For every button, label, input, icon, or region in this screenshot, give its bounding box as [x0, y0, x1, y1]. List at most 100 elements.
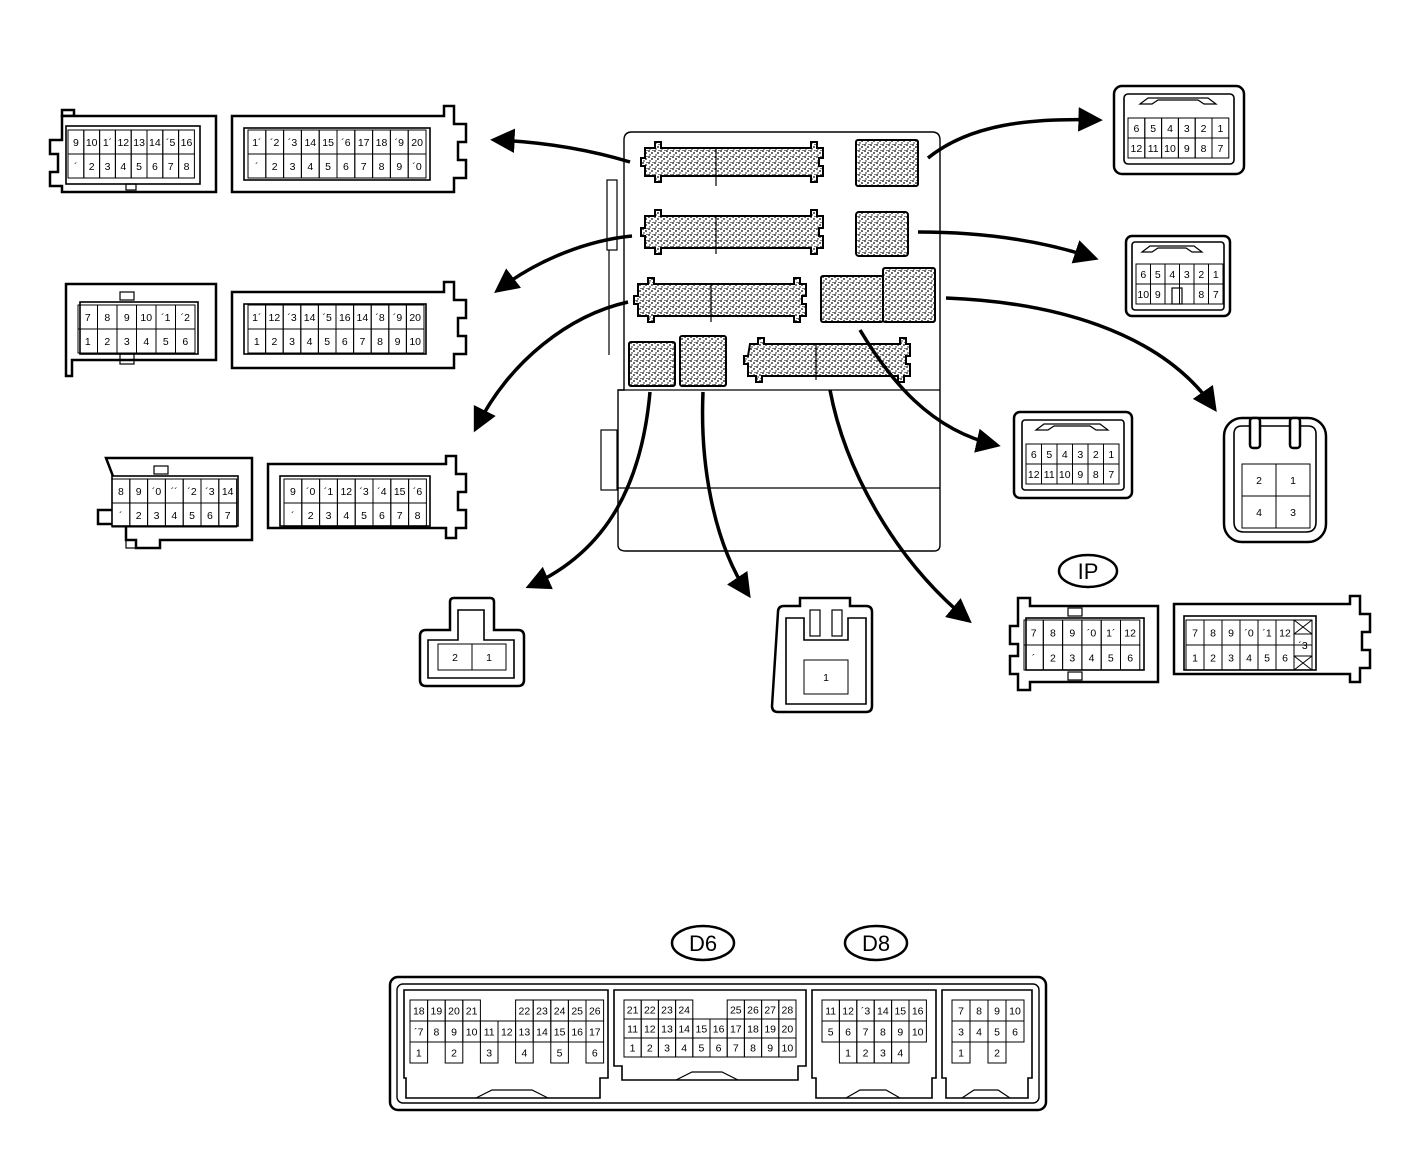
pin-label: 23 [661, 1005, 673, 1017]
pin-label: 2 [452, 652, 458, 664]
pin-label: 13 [133, 137, 145, 149]
pin-label: 4 [307, 161, 313, 173]
pin-label: ´1 [324, 486, 333, 498]
pin-label: ´9 [395, 137, 404, 149]
pin-cell [407, 153, 427, 179]
pin-label: 10 [912, 1027, 924, 1039]
pin-label: ´5 [166, 137, 175, 149]
pin-label: 2 [271, 336, 277, 348]
pin-label: 2 [1201, 123, 1207, 135]
pin-label: 9 [396, 161, 402, 173]
pin-label: 14 [304, 137, 316, 149]
jb-socket-9 [679, 335, 727, 387]
pin-label: 6 [207, 510, 213, 522]
pin-label: 6 [1282, 653, 1288, 665]
pin-label: 4 [343, 510, 349, 522]
pin-label: 15 [322, 137, 334, 149]
pin-label: 19 [431, 1006, 443, 1018]
pin-cell [1103, 463, 1120, 485]
pin-label: 3 [486, 1048, 492, 1060]
pin-cell [444, 1041, 464, 1064]
pin-label: ´5 [323, 312, 332, 324]
pin-label: 9 [767, 1043, 773, 1055]
pin-label: 19 [764, 1024, 776, 1036]
pin-label: 12 [1279, 628, 1291, 640]
jb-socket-10 [743, 337, 911, 383]
pin-label: 9 [136, 486, 142, 498]
ip-tag-text: IP [1078, 559, 1099, 584]
pin-label: 1 [958, 1048, 964, 1060]
pin-label: 27 [764, 1005, 776, 1017]
pin-label: 2 [1210, 653, 1216, 665]
pin-label: 3 [1184, 269, 1190, 281]
pin-label: 1´ [1106, 628, 1115, 640]
d6-tag-text: D6 [689, 931, 717, 956]
pin-label: 3 [105, 161, 111, 173]
jb-socket-8 [628, 341, 676, 387]
pin-label: 7 [225, 510, 231, 522]
pin-cell [1275, 495, 1311, 529]
pin-label: 8 [1210, 628, 1216, 640]
pin-label: 13 [519, 1027, 531, 1039]
pin-label: 4 [307, 336, 313, 348]
pin-label: 6 [182, 336, 188, 348]
pin-label: 14 [357, 312, 369, 324]
pin-label: 17 [358, 137, 370, 149]
pin-label: 14 [536, 1027, 548, 1039]
pin-label: 28 [782, 1005, 794, 1017]
pin-label: 6 [1140, 269, 1146, 281]
pin-label: 6 [716, 1043, 722, 1055]
pin-label: 12 [269, 312, 281, 324]
pin-cell [803, 659, 849, 695]
pin-cell [409, 1041, 429, 1064]
pin-label: 10 [140, 312, 152, 324]
pin-label: 2 [136, 510, 142, 522]
pin-label: 9 [1077, 469, 1083, 481]
pin-label: 7 [359, 336, 365, 348]
pin-label: 8 [976, 1006, 982, 1018]
pin-label: 1 [1108, 449, 1114, 461]
pin-label: 10 [466, 1027, 478, 1039]
pin-label: 3 [1077, 449, 1083, 461]
jb-socket-6 [820, 275, 884, 323]
pin-cell [471, 643, 507, 671]
pin-label: 4 [143, 336, 149, 348]
pin-label: 6 [379, 510, 385, 522]
pin-label: 1 [85, 336, 91, 348]
pin-label: ´3 [1298, 640, 1307, 652]
pin-label: 16 [181, 137, 193, 149]
pin-label: 3 [289, 336, 295, 348]
pin-label: 16 [713, 1024, 725, 1036]
pin-label: 6 [343, 161, 349, 173]
pin-label: 5 [828, 1027, 834, 1039]
pin-cell [891, 1041, 910, 1064]
pin-label: 12 [1028, 469, 1040, 481]
pin-label: 6 [845, 1027, 851, 1039]
ip-label: IP [1057, 553, 1119, 589]
pin-label: 3 [1228, 653, 1234, 665]
pin-cell [1211, 137, 1230, 159]
pin-label: 22 [519, 1006, 531, 1018]
pin-label: 25 [571, 1006, 583, 1018]
pin-label: 26 [589, 1006, 601, 1018]
pin-label: 16 [571, 1027, 583, 1039]
pin-label: 5 [189, 510, 195, 522]
pin-cell [585, 1041, 605, 1064]
pin-label: ´ [291, 510, 295, 522]
pin-label: 8 [1050, 628, 1056, 640]
pin-label: ´ [74, 161, 78, 173]
pin-label: 4 [1062, 449, 1068, 461]
